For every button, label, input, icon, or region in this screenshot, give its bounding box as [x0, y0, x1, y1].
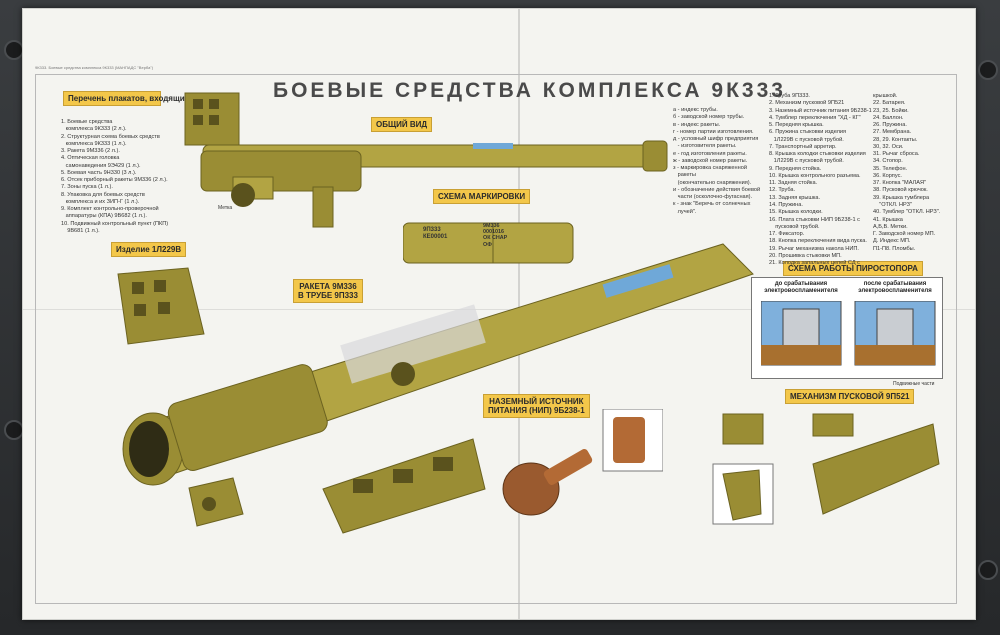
rocket-cutaway-window — [340, 304, 486, 384]
poster-frame — [35, 74, 957, 604]
launch-mech-cutaway — [322, 438, 486, 534]
power-source-9b238 — [502, 409, 663, 516]
label-metka: Метка — [218, 205, 233, 211]
tag-general-view: ОБЩИЙ ВИД — [371, 117, 433, 133]
marking-text-rocket: 9М336 0001016 ОК СНАР ОФ — [483, 223, 508, 248]
marking-scheme — [403, 222, 574, 264]
fold-line — [23, 309, 975, 310]
tag-power-source: НАЗЕМНЫЙ ИСТОЧНИК ПИТАНИЯ (НИП) 9Б238-1 — [483, 394, 590, 419]
grip-assembly — [200, 150, 362, 192]
pistol-grip — [312, 186, 334, 228]
piro-after-label: после срабатывания электровоспламенителя — [858, 281, 932, 294]
tag-piro-scheme: СХЕМА РАБОТЫ ПИРОСТОПОРА — [783, 261, 923, 277]
mount-bolt — [4, 420, 24, 440]
poster: 9К333. Боевые средства комплекса 9К333 (… — [22, 8, 976, 620]
piro-before-label: до срабатывания электровоспламенителя — [764, 281, 838, 294]
tag-poster-list: Перечень плакатов, входящих в серию — [63, 91, 224, 107]
label-moving-parts: Подвижные части — [893, 381, 935, 387]
marking-legend: а - индекс трубы. б - заводской номер тр… — [673, 107, 761, 215]
rocket-in-tube-cutaway — [122, 243, 754, 486]
launch-mech-9p521 — [712, 413, 940, 525]
mount-bolt — [978, 560, 998, 580]
poster-header-small: 9К333. Боевые средства комплекса 9К333 (… — [35, 65, 154, 70]
tag-marking: СХЕМА МАРКИРОВКИ — [433, 189, 531, 205]
grip-housing — [167, 364, 328, 471]
launcher-general-view — [184, 92, 668, 228]
tag-rocket-in-tube: РАКЕТА 9М336 В ТРУБЕ 9П333 — [293, 279, 363, 304]
poster-title: БОЕВЫЕ СРЕДСТВА КОМПЛЕКСА 9К333 — [273, 79, 786, 102]
power-source-ball — [231, 183, 255, 207]
mount-bolt — [4, 40, 24, 60]
mount-bolt — [978, 60, 998, 80]
marking-text-tube: 9П333 КЕ00001 — [423, 227, 448, 241]
poster-list: 1. Боевые средства комплекса 9К333 (2 л.… — [61, 119, 169, 234]
fixture-part — [188, 477, 244, 527]
item-1l229v — [117, 267, 205, 345]
tube-end-cap — [642, 140, 668, 172]
parts-list-col2: крышкой. 22. Батарея. 23, 25. Бойки. 24.… — [873, 93, 941, 252]
tag-item: Изделие 1Л229В — [111, 242, 187, 258]
tag-launch-mech: МЕХАНИЗМ ПУСКОВОЙ 9П521 — [785, 389, 915, 405]
piro-diagrams — [761, 301, 936, 366]
parts-list-col1: 1. Труба 9П333. 2. Механизм пусковой 9П5… — [769, 93, 872, 267]
marking-strip — [473, 143, 513, 149]
